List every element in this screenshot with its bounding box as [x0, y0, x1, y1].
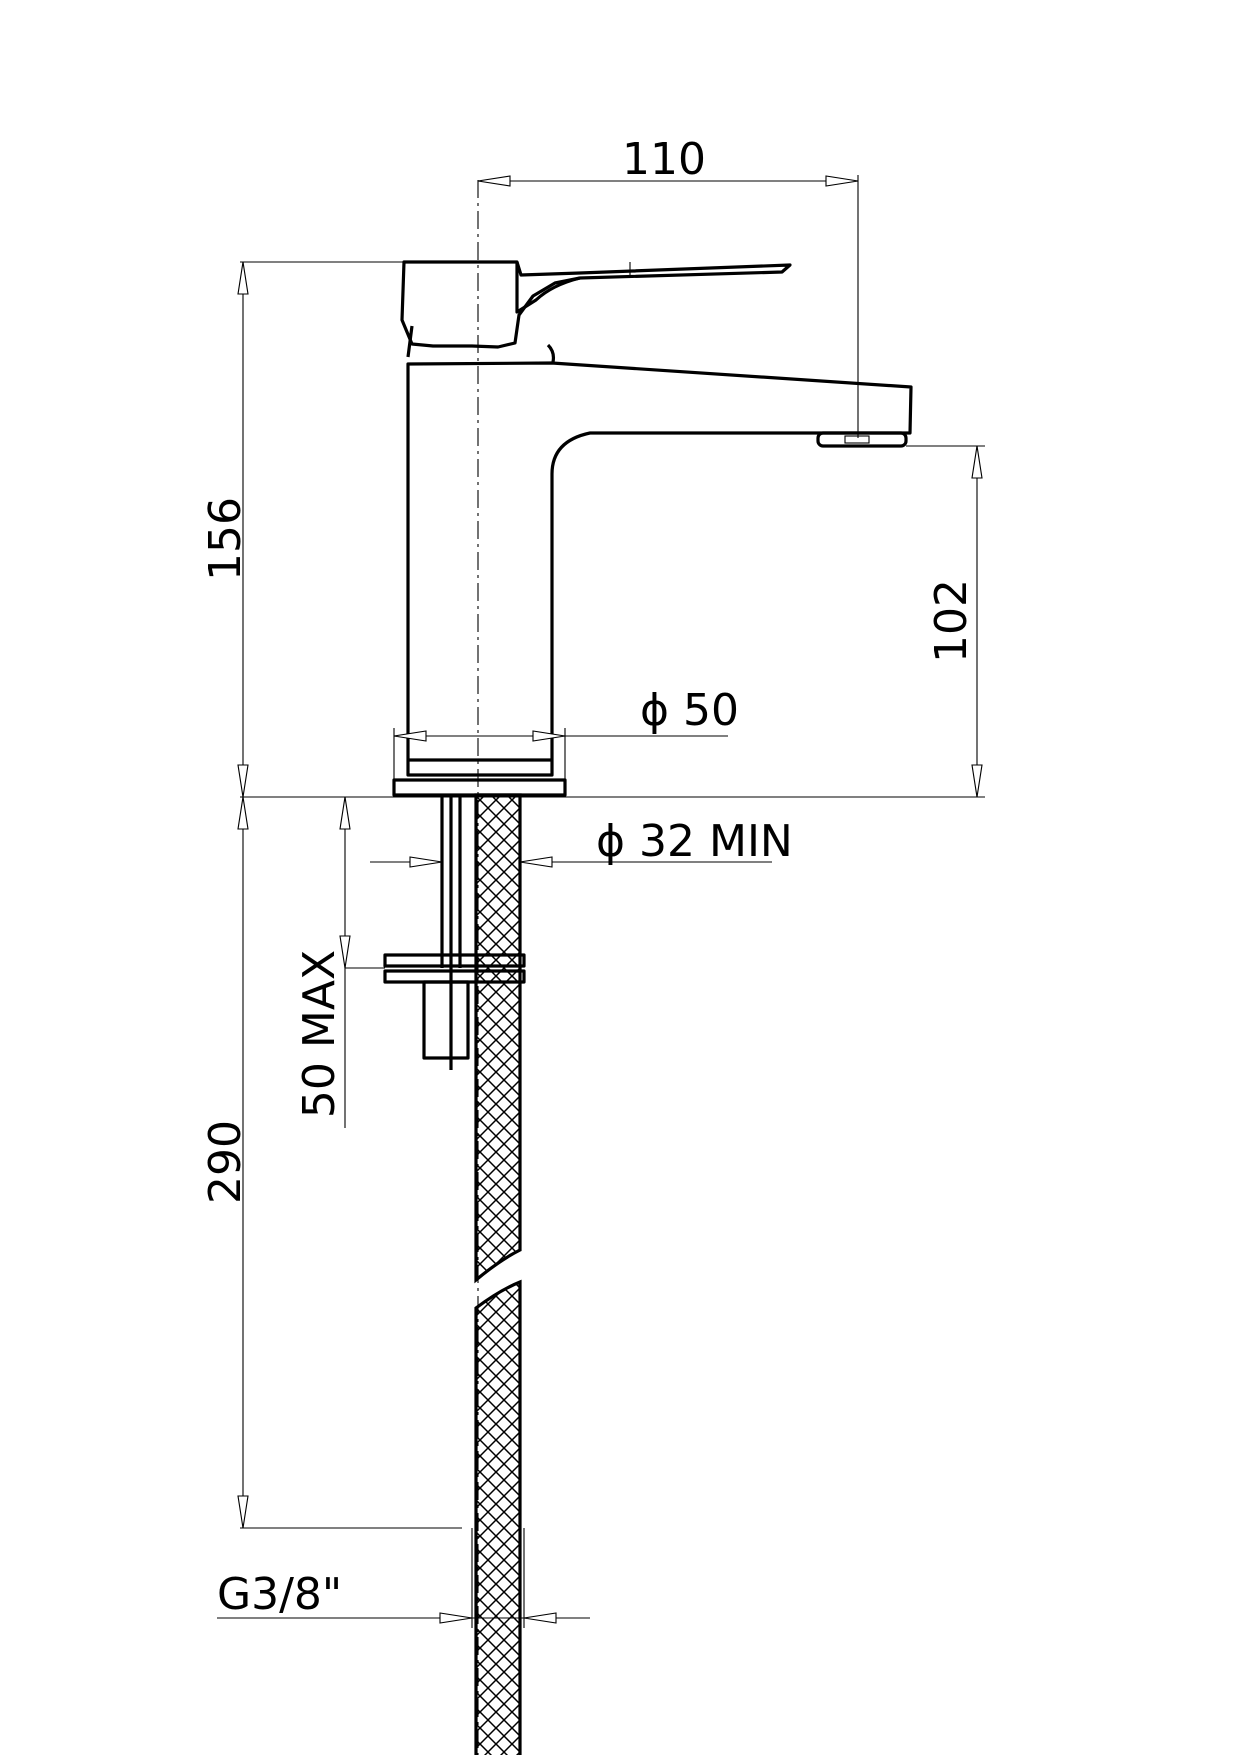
- label-50-max: 50 MAX: [294, 950, 345, 1118]
- dimension-max-thickness: 50 MAX: [294, 796, 385, 1128]
- faucet-body: [406, 361, 913, 777]
- dimension-hole-diameter: ϕ 32 MIN: [370, 816, 793, 868]
- label-diameter-50: ϕ 50: [640, 685, 739, 736]
- faucet-outline: [383, 260, 913, 1755]
- dimension-hose-length: 290: [200, 796, 462, 1529]
- label-102: 102: [926, 579, 977, 663]
- label-110: 110: [622, 134, 706, 185]
- lever-handle: [400, 260, 792, 349]
- dimension-connection-thread: G3/8": [217, 1528, 590, 1628]
- dimension-total-height: 156: [200, 261, 408, 798]
- label-g3-8: G3/8": [217, 1569, 342, 1620]
- label-diameter-32-min: ϕ 32 MIN: [596, 816, 793, 867]
- braided-hose: [474, 793, 522, 1755]
- mounting-stud: [383, 795, 526, 1070]
- label-290: 290: [200, 1120, 251, 1204]
- base-plate: [392, 778, 567, 797]
- dimension-spout-height: 102: [240, 445, 985, 798]
- label-156: 156: [200, 497, 251, 581]
- dimension-body-diameter: ϕ 50: [393, 685, 739, 780]
- aerator: [816, 431, 908, 448]
- dimension-spout-reach: 110: [477, 134, 859, 438]
